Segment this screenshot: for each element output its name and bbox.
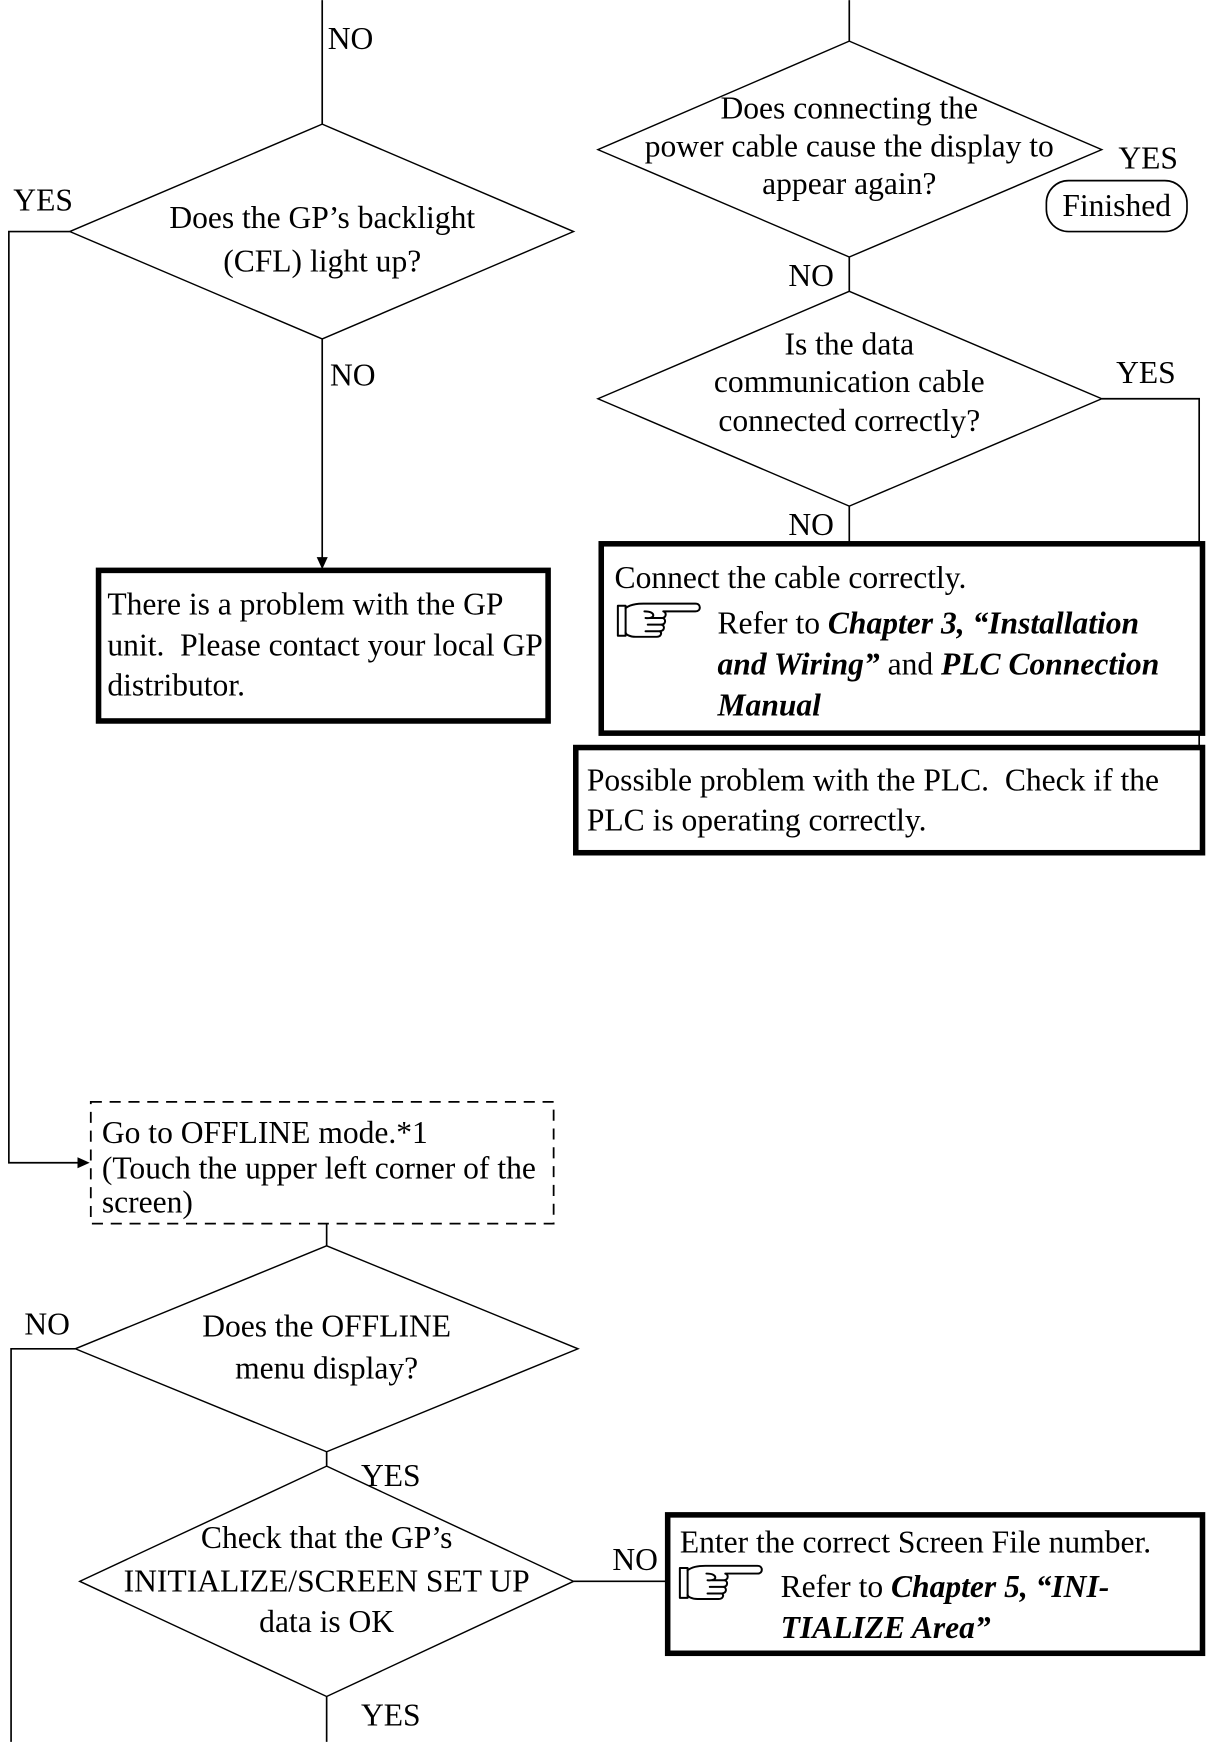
plc-problem-box xyxy=(573,744,1206,856)
gp-problem-box xyxy=(95,567,551,724)
reference-chapter-5: Chapter 5, “INI- xyxy=(891,1569,1109,1604)
connect-cable-box xyxy=(598,541,1206,736)
offline-box-line-1: Go to OFFLINE mode.*1 xyxy=(102,1115,428,1150)
pointing-hand-icon xyxy=(616,602,701,638)
connect-cable-reference-line-3: Manual xyxy=(717,687,822,722)
connect-cable-instruction: Connect the cable correctly. xyxy=(615,560,967,595)
connect-cable-reference-line-1: Refer to Chapter 3, “Installation xyxy=(718,605,1140,640)
offline-box-line-3: screen) xyxy=(102,1185,193,1220)
cable-question-line-1: Is the data xyxy=(784,326,914,361)
plc-problem-line-2: PLC is operating correctly. xyxy=(587,803,927,838)
finished-terminal xyxy=(1045,179,1188,233)
menu-question-line-1: Does the OFFLINE xyxy=(202,1309,451,1344)
initialize-yes-label: YES xyxy=(361,1697,421,1732)
cable-yes-label: YES xyxy=(1116,355,1176,390)
gp-problem-line-1: There is a problem with the GP xyxy=(107,587,503,622)
gp-problem-line-2: unit. Please contact your local GP xyxy=(107,628,542,663)
pointing-hand-icon xyxy=(678,1564,763,1601)
reference-chapter-3: Chapter 3, “Installation xyxy=(828,605,1139,640)
power-yes-label: YES xyxy=(1118,140,1178,175)
power-question-line-3: appear again? xyxy=(762,166,936,201)
screen-file-box xyxy=(664,1512,1206,1657)
offline-box-line-2: (Touch the upper left corner of the xyxy=(102,1150,536,1185)
incoming-no-label: NO xyxy=(328,21,374,56)
refer-prefix: Refer to xyxy=(718,605,828,640)
reference-plc-manual: PLC Connection xyxy=(940,646,1159,681)
backlight-no-label: NO xyxy=(330,357,376,392)
menu-question-line-2: menu display? xyxy=(235,1351,418,1386)
screen-file-instruction: Enter the correct Screen File number. xyxy=(680,1525,1151,1560)
cable-no-label: NO xyxy=(788,507,834,542)
initialize-no-label: NO xyxy=(612,1542,658,1577)
offline-mode-box xyxy=(89,1100,555,1225)
finished-label: Finished xyxy=(1062,188,1171,223)
cable-question-line-3: connected correctly? xyxy=(718,403,980,438)
connector-line-menu-no xyxy=(10,1347,76,1742)
decision-diamond-offline-menu xyxy=(73,1245,580,1453)
cable-question-line-2: communication cable xyxy=(714,364,985,399)
reference-chapter-3-cont: and Wiring” xyxy=(718,646,880,681)
power-question-line-1: Does connecting the xyxy=(720,91,978,126)
menu-yes-label: YES xyxy=(361,1458,421,1493)
plc-problem-line-1: Possible problem with the PLC. Check if … xyxy=(587,763,1159,798)
initialize-question-line-1: Check that the GP’s xyxy=(201,1520,452,1555)
backlight-yes-label: YES xyxy=(13,183,73,218)
menu-no-label: NO xyxy=(24,1306,70,1341)
connect-cable-reference-line-2: and Wiring” and PLC Connection xyxy=(718,646,1160,681)
connector-line-backlight-yes xyxy=(8,230,80,1164)
backlight-question-line-2: (CFL) light up? xyxy=(223,243,421,278)
screen-file-reference-line-1: Refer to Chapter 5, “INI- xyxy=(781,1569,1110,1604)
initialize-question-line-2: INITIALIZE/SCREEN SET UP xyxy=(124,1563,530,1598)
screen-file-reference-line-2: TIALIZE Area” xyxy=(781,1610,991,1645)
refer-prefix: Refer to xyxy=(781,1569,891,1604)
initialize-question-line-3: data is OK xyxy=(259,1604,394,1639)
power-question-line-2: power cable cause the display to xyxy=(645,128,1054,163)
gp-problem-line-3: distributor. xyxy=(107,667,245,702)
arrowhead-to-problem-box xyxy=(316,557,328,570)
arrowhead-to-offline-box xyxy=(77,1157,90,1169)
reference-joiner: and xyxy=(880,646,941,681)
power-no-label: NO xyxy=(788,258,834,293)
backlight-question-line-1: Does the GP’s backlight xyxy=(169,200,475,235)
